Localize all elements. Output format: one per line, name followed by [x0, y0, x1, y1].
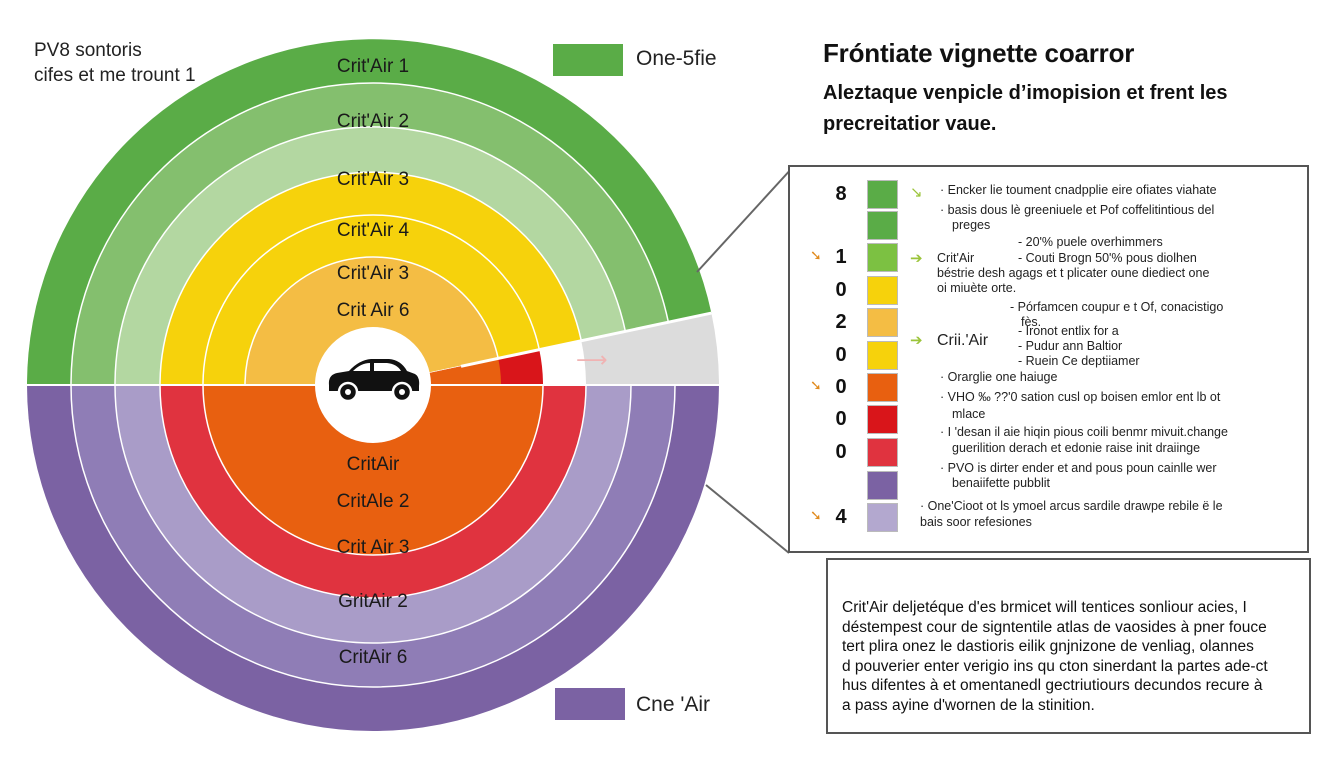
- ring-label: Crit Air 6: [337, 300, 410, 321]
- legend-row: 0: [790, 404, 1307, 436]
- legend-row: 2: [790, 307, 1307, 339]
- swatch-bottom-label: Cne 'Air: [636, 693, 711, 716]
- description-line: Crit'Air deljetéque d'es brmicet will te…: [842, 599, 1247, 616]
- swatch-top-label: One-5fie: [636, 47, 717, 70]
- legend-color-chip: [867, 373, 898, 402]
- legend-text: mlace: [952, 407, 986, 421]
- legend-color-chip: [867, 211, 898, 240]
- callout-line-lower: [705, 484, 790, 554]
- legend-number: 0: [835, 279, 847, 301]
- description-line: hus difentes à et omentanedl gectriutiou…: [842, 677, 1263, 694]
- legend-text: · Orarglie one haiuge: [940, 370, 1058, 384]
- orange-arrow-icon: ➘: [810, 377, 822, 393]
- legend-number: 4: [835, 506, 847, 528]
- page-subtitle: Aleztaque venpicle d’imopision et frent …: [823, 82, 1228, 135]
- description-line: d pouverier enter verigio ins qu cton si…: [842, 657, 1268, 675]
- ring-label: GritAir 2: [338, 591, 408, 612]
- legend-number: 1: [835, 246, 847, 268]
- legend-text: preges: [952, 218, 991, 232]
- legend-text: fès.: [1021, 315, 1042, 329]
- legend-text: - Couti Brogn 50'% pous diolhen: [1018, 251, 1197, 265]
- legend-row: [790, 470, 1307, 502]
- split-line: [460, 311, 712, 368]
- legend-color-chip: [867, 276, 898, 305]
- legend-color-chip: [867, 405, 898, 434]
- green-arrow-icon: ➔: [910, 250, 923, 267]
- ring-label: Crit'Air 2: [337, 111, 409, 132]
- legend-color-chip: [867, 308, 898, 337]
- legend-text: - Pórfamcen coupur e t Of, conacistigo: [1010, 300, 1224, 314]
- legend-row: 0: [790, 275, 1307, 307]
- legend-text: Crii.'Air: [937, 332, 989, 349]
- ring-label: CritAir 6: [339, 647, 408, 668]
- legend-number: 0: [835, 376, 847, 398]
- ring-label: CritAle 2: [337, 491, 410, 512]
- legend-row: 8: [790, 179, 1307, 211]
- legend-text: · PVO is dirter ender et and pous poun c…: [940, 461, 1217, 475]
- legend-text: béstrie desh agags et t plicater oune di…: [937, 266, 1210, 280]
- legend-color-chip: [867, 438, 898, 467]
- legend-color-chip: [867, 243, 898, 272]
- legend-text: · basis dous lè greeniuele et Pof coffel…: [940, 203, 1215, 217]
- legend-row: 0: [790, 340, 1307, 372]
- legend-number: 0: [835, 408, 847, 430]
- top-note: PV8 sontoris cifes et me trount 1: [34, 38, 196, 88]
- ring-upper-segment: [244, 256, 500, 386]
- swatch-bottom: [555, 688, 625, 720]
- description-line: tert plira onez le dastioris eilik gnjni…: [842, 638, 1254, 655]
- legend-text: benaiifette pubblit: [952, 476, 1050, 490]
- legend-color-chip: [867, 180, 898, 209]
- legend-text: - Ironot entlix for a: [1018, 324, 1119, 338]
- legend-text: - Ruein Ce deptiiamer: [1018, 354, 1140, 368]
- car-icon: [328, 359, 420, 403]
- ring-label: Crit'Air 4: [337, 220, 410, 241]
- legend-row: ➘1: [790, 242, 1307, 274]
- legend-text: bais soor refesiones: [920, 515, 1032, 529]
- orange-arrow-icon: ➘: [810, 247, 822, 263]
- legend-color-chip: [867, 341, 898, 370]
- description-line: déstempest cour de signtentile atlas de …: [842, 618, 1267, 636]
- legend-color-chip: [867, 471, 898, 500]
- legend-row: ➘0: [790, 372, 1307, 404]
- legend-text: · One'Cioot ot ls ymoel arcus sardile dr…: [920, 499, 1223, 513]
- ring-lower-segment: [202, 384, 544, 556]
- ring-label: Crit'Air 1: [337, 56, 409, 77]
- legend-text: Crit'Air: [937, 251, 975, 265]
- description-text: Crit'Air deljetéque d'es brmicet will te…: [842, 598, 1268, 715]
- legend-text: - 20'% puele overhimmers: [1018, 235, 1163, 249]
- legend-text: - Pudur ann Baltior: [1018, 339, 1123, 353]
- callout-line-upper: [696, 166, 794, 273]
- legend-number: 0: [835, 441, 847, 463]
- green-arrow-icon: ➔: [910, 332, 923, 349]
- swatch-top: [553, 44, 623, 76]
- legend-text: oi miuète orte.: [937, 281, 1017, 295]
- ring-label: Crit Air 3: [337, 537, 410, 558]
- description-line: a pass ayine d'wornen de la stinition.: [842, 696, 1095, 714]
- green-arrow-icon: ↘: [910, 184, 923, 201]
- legend-number: 0: [835, 344, 847, 366]
- description-panel: Crit'Air deljetéque d'es brmicet will te…: [826, 558, 1311, 734]
- legend-text: · I 'desan il aie hiqin pious coili benm…: [940, 425, 1228, 439]
- top-note-line: PV8 sontoris: [34, 40, 142, 61]
- legend-row: 0: [790, 437, 1307, 469]
- top-note-line: cifes et me trount 1: [34, 65, 196, 86]
- page-title: Fróntiate vignette coarror: [823, 38, 1135, 68]
- ring-label: Crit'Air 3: [337, 263, 409, 284]
- ring-label: CritAir: [347, 454, 400, 475]
- legend-color-chip: [867, 503, 898, 532]
- split-arrow-icon: ⟶: [576, 348, 608, 373]
- legend-row: [790, 210, 1307, 242]
- legend-text: guerilition derach et edonie raise init …: [952, 441, 1201, 455]
- orange-arrow-icon: ➘: [810, 507, 822, 523]
- legend-text: · Encker lie toument cnadpplie eire ofia…: [940, 183, 1217, 197]
- legend-row: ➘4: [790, 502, 1307, 534]
- legend-number: 2: [835, 311, 847, 333]
- legend-text: · VHO ‰ ??'0 sation cusl op boisen emlor…: [940, 390, 1221, 404]
- ring-label: Crit'Air 3: [337, 169, 409, 190]
- legend-number: 8: [835, 183, 847, 205]
